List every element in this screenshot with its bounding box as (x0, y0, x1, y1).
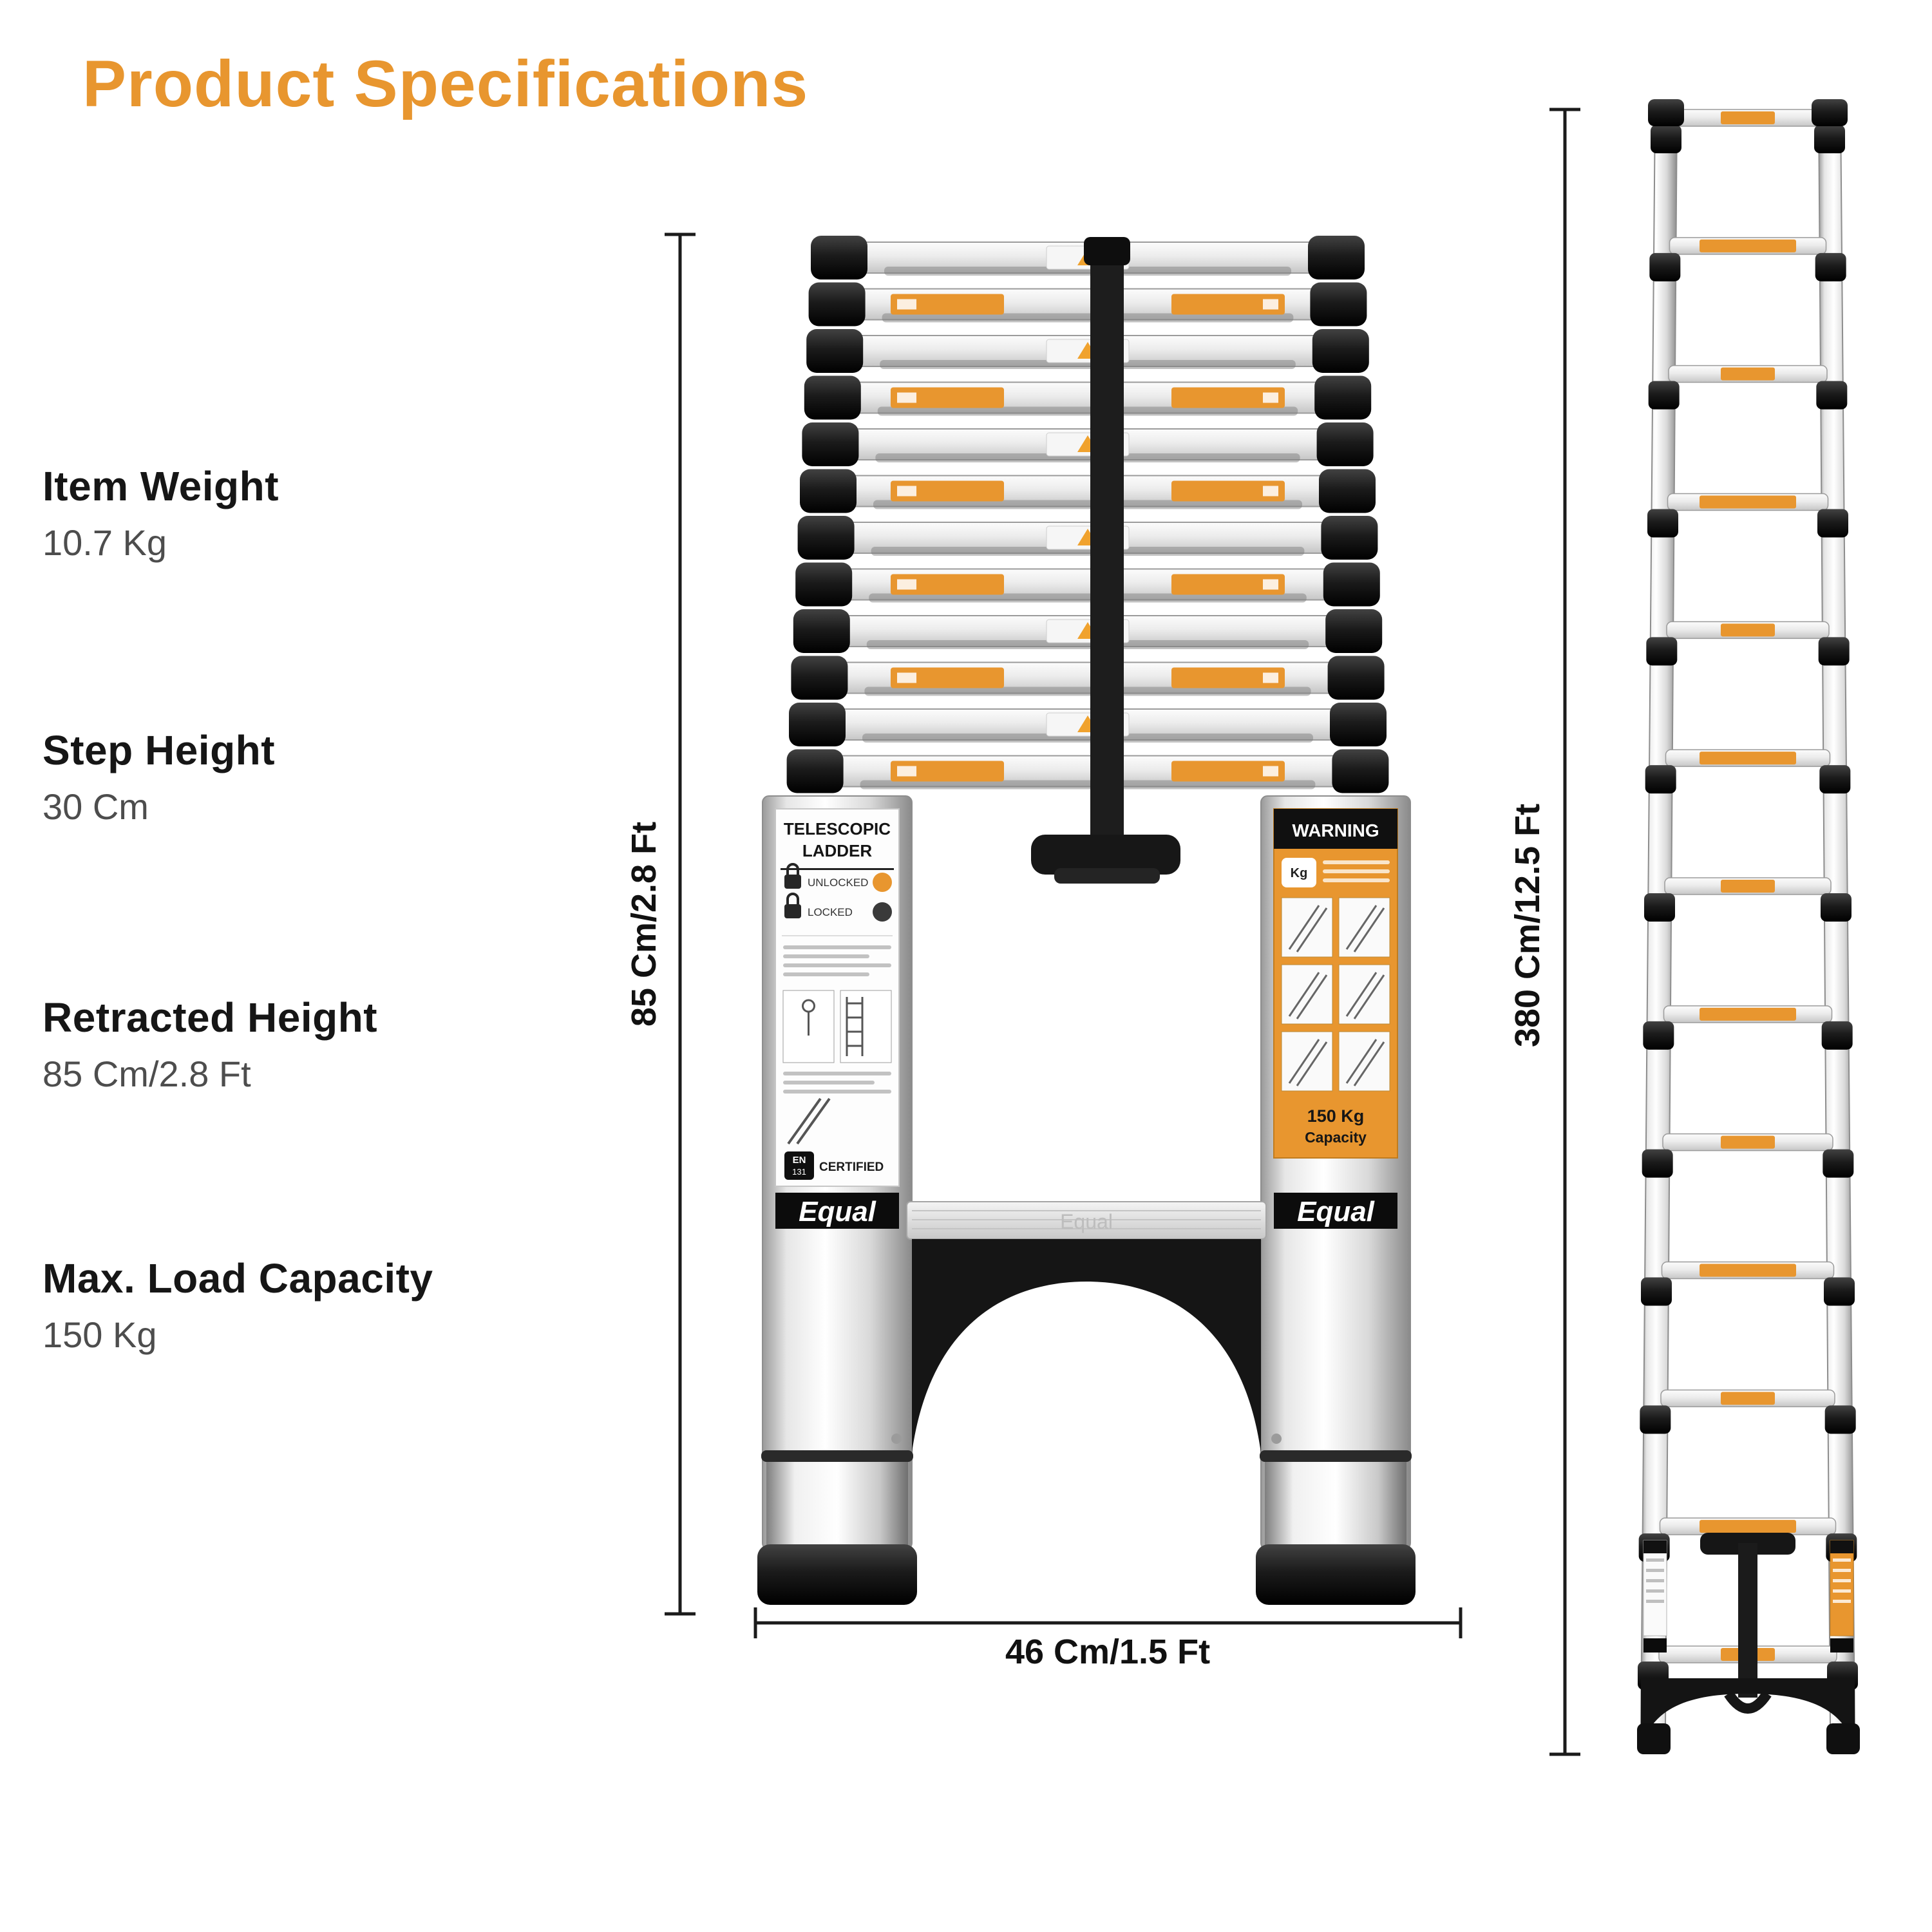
spec-label-item-weight: Item Weight (43, 463, 279, 509)
spec-retracted-height: Retracted Height 85 Cm/2.8 Ft (43, 994, 377, 1095)
page-title: Product Specifications (82, 47, 809, 120)
svg-text:WARNING: WARNING (1292, 820, 1379, 840)
dimension-line-extended-height (1549, 108, 1580, 1756)
svg-text:131: 131 (792, 1167, 806, 1177)
svg-text:Kg: Kg (1291, 866, 1308, 880)
carry-strap (1090, 252, 1124, 840)
spec-item-weight: Item Weight 10.7 Kg (43, 462, 279, 564)
svg-text:Capacity: Capacity (1305, 1129, 1367, 1146)
svg-text:Equal: Equal (1060, 1210, 1113, 1233)
dimension-line-retracted-height (665, 232, 696, 1616)
spec-step-height: Step Height 30 Cm (43, 726, 275, 828)
stabilizer-arch (912, 1239, 1261, 1453)
brand-logo (775, 1193, 899, 1229)
svg-text:CERTIFIED: CERTIFIED (819, 1160, 884, 1174)
svg-text:TELESCOPIC: TELESCOPIC (784, 819, 891, 838)
svg-text:Equal: Equal (1297, 1196, 1375, 1227)
svg-text:Equal: Equal (799, 1196, 876, 1227)
spec-max-load-capacity: Max. Load Capacity 150 Kg (43, 1255, 433, 1356)
dimension-line-base-width (753, 1607, 1463, 1638)
spec-label-step-height: Step Height (43, 727, 276, 773)
spec-value-step-height: 30 Cm (43, 786, 149, 827)
spec-label-retracted-height: Retracted Height (43, 994, 378, 1041)
svg-text:UNLOCKED: UNLOCKED (808, 876, 868, 889)
dimension-label-extended-height: 380 Cm/12.5 Ft (1508, 803, 1547, 1048)
dimension-label-retracted-height: 85 Cm/2.8 Ft (625, 821, 663, 1027)
brand-logo (1274, 1193, 1397, 1229)
svg-text:LOCKED: LOCKED (808, 906, 853, 918)
svg-text:LADDER: LADDER (802, 841, 873, 860)
spec-label-max-load-capacity: Max. Load Capacity (43, 1255, 433, 1302)
svg-text:150 Kg: 150 Kg (1307, 1106, 1365, 1126)
svg-text:EN: EN (793, 1155, 806, 1166)
en-certified-badge (784, 1151, 814, 1180)
spec-value-retracted-height: 85 Cm/2.8 Ft (43, 1054, 251, 1094)
spec-value-max-load-capacity: 150 Kg (43, 1314, 157, 1355)
spec-value-item-weight: 10.7 Kg (43, 522, 167, 563)
extended-ladder (1637, 99, 1860, 1754)
dimension-label-base-width: 46 Cm/1.5 Ft (1005, 1633, 1211, 1671)
